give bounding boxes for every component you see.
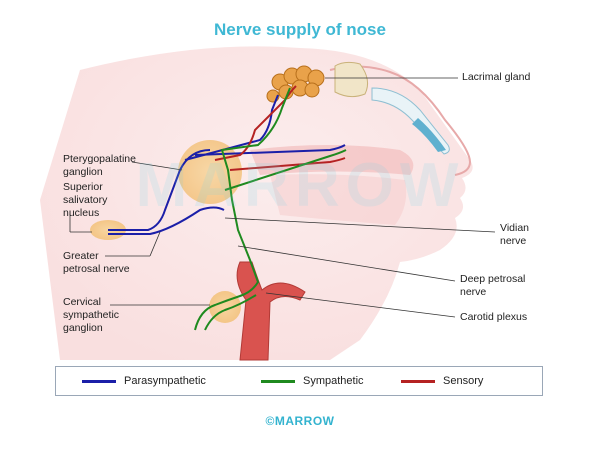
legend-label-sensory: Sensory: [443, 375, 484, 387]
label-greater-petrosal-line1: Greater: [63, 250, 99, 262]
legend-label-parasympathetic: Parasympathetic: [124, 375, 206, 387]
label-vidian-line1: Vidian: [500, 222, 529, 234]
label-greater-petrosal-line2: petrosal nerve: [63, 263, 130, 275]
label-pterygopalatine-line1: Pterygopalatine: [63, 153, 136, 165]
nose-profile: [329, 65, 472, 176]
legend-box: Parasympathetic Sympathetic Sensory: [55, 366, 543, 396]
sensory-swatch: [401, 379, 435, 383]
label-cervical-sympathetic-line1: Cervical: [63, 296, 101, 308]
sensory-pathways: [214, 85, 346, 171]
label-vidian-line2: nerve: [500, 235, 527, 247]
label-deep-petrosal-line2: nerve: [460, 286, 487, 298]
legend-item-sympathetic: Sympathetic: [261, 367, 364, 395]
nasal-vestibule: [412, 118, 446, 152]
sympathetic-swatch: [261, 379, 295, 383]
head-silhouette: [40, 46, 473, 360]
parasympathetic-pathways: [108, 94, 346, 235]
label-carotid-plexus: Carotid plexus: [460, 311, 528, 323]
lacrimal-gland: [266, 65, 325, 103]
label-deep-petrosal-line1: Deep petrosal: [460, 273, 526, 285]
legend-item-parasympathetic: Parasympathetic: [82, 367, 206, 395]
label-pterygopalatine-ganglion: Pterygopalatine ganglion: [63, 153, 136, 179]
leader-lines: [69, 77, 496, 318]
diagram-title: Nerve supply of nose: [214, 20, 386, 39]
sympathetic-pathways: [194, 87, 347, 331]
legend-label-sympathetic: Sympathetic: [303, 375, 364, 387]
palate: [250, 145, 414, 175]
label-superior-salivatory-line1: Superior: [63, 181, 103, 193]
tongue-region: [270, 174, 407, 225]
label-vidian-nerve: Vidian nerve: [500, 222, 529, 248]
label-deep-petrosal-nerve: Deep petrosal nerve: [460, 273, 525, 299]
label-cervical-sympathetic-line3: ganglion: [63, 322, 103, 334]
label-cervical-sympathetic-ganglion: Cervical sympathetic ganglion: [63, 296, 119, 335]
nasal-bone: [334, 61, 369, 98]
label-pterygopalatine-line2: ganglion: [63, 166, 103, 178]
label-cervical-sympathetic-line2: sympathetic: [63, 309, 120, 321]
parasympathetic-swatch: [82, 379, 116, 383]
brand-footer: ©MARROW: [265, 414, 335, 428]
label-superior-salivatory-line3: nucleus: [63, 207, 100, 219]
legend-item-sensory: Sensory: [401, 367, 483, 395]
pterygopalatine-ganglion: [178, 140, 242, 204]
label-lacrimal-gland: Lacrimal gland: [462, 71, 531, 83]
label-greater-petrosal-nerve: Greater petrosal nerve: [63, 250, 130, 276]
label-superior-salivatory-line2: salivatory: [63, 194, 108, 206]
label-superior-salivatory-nucleus: Superior salivatory nucleus: [63, 181, 107, 220]
watermark-text: MARROW: [135, 151, 465, 220]
